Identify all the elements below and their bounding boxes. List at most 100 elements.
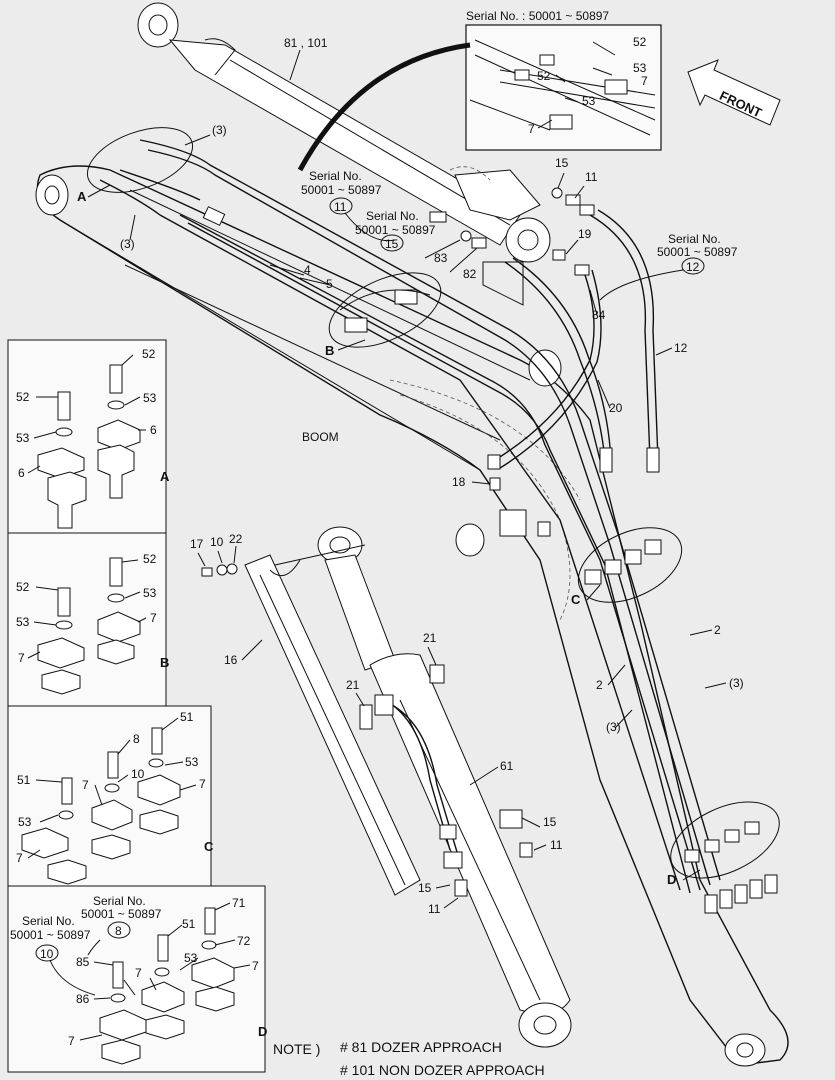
callout-12: 12 [674,341,688,355]
detail-box-b-letter: B [160,655,169,670]
c-7-left: 7 [16,851,23,865]
d-72: 72 [237,934,251,948]
callout-84: 84 [592,308,606,322]
a-52-left: 52 [16,390,30,404]
callout-3-right: (3) [729,676,744,690]
d-serial-b-ref: 8 [115,924,122,938]
callout-18: 18 [452,475,466,489]
boom-body [35,165,789,1067]
serial-note-12-line2: 50001 ~ 50897 [657,245,738,259]
serial-note-15-ref: 15 [385,237,399,251]
callout-52-inset: 52 [633,35,647,49]
serial-note-15-line1: Serial No. [366,209,419,223]
detail-box-b [7,532,167,707]
callout-a: A [77,189,87,204]
d-7-left: 7 [68,1034,75,1048]
serial-note-11-ref: 11 [334,200,347,214]
d-serial-a-ref: 10 [40,947,54,961]
inset-serial-text: Serial No. : 50001 ~ 50897 [466,9,609,23]
arm-cylinder [317,526,572,1048]
note-line-2: # 101 NON DOZER APPROACH [340,1062,545,1078]
callout-11-bottom: 11 [428,902,441,916]
d-85: 85 [76,955,90,969]
d-71: 71 [232,896,246,910]
small-bolts-17-10-22 [201,563,238,577]
callout-11-lower: 11 [550,838,563,852]
b-52-left: 52 [16,580,30,594]
a-53-right: 53 [143,391,157,405]
callout-15-top: 15 [555,156,569,170]
callout-11-top: 11 [585,170,598,184]
c-8: 8 [133,732,140,746]
callout-21-lower: 21 [346,678,360,692]
d-51: 51 [182,917,196,931]
b-52-top: 52 [143,552,157,566]
callout-22: 22 [229,532,243,546]
labels: Serial No. : 50001 ~ 50897 FRONT BOOM 81… [10,9,764,1078]
callout-53-inset-2: 53 [582,94,596,108]
detail-box-a [7,339,167,534]
a-6-left: 6 [18,466,25,480]
callout-20: 20 [609,401,623,415]
callout-81-101: 81 , 101 [284,36,328,50]
c-51-left: 51 [17,773,31,787]
c-7-mid: 7 [82,778,89,792]
d-serial-a-line1: Serial No. [22,914,75,928]
boom-cylinder-upper [137,2,551,263]
note-line-1: # 81 DOZER APPROACH [340,1039,502,1055]
top-fittings [429,187,595,306]
detail-box-c-letter: C [204,839,214,854]
front-arrow [687,59,781,126]
callout-d: D [667,872,676,887]
serial-note-11-line2: 50001 ~ 50897 [301,183,382,197]
c-53-right: 53 [185,755,199,769]
serial-note-15-line2: 50001 ~ 50897 [355,223,436,237]
d-serial-b-line2: 50001 ~ 50897 [81,907,162,921]
serial-note-12-ref: 12 [686,260,700,274]
boom-label: BOOM [302,430,339,444]
callout-2-right: 2 [714,623,721,637]
a-6-right: 6 [150,423,157,437]
callout-82: 82 [463,267,477,281]
callout-83: 83 [434,251,448,265]
callout-16: 16 [224,653,238,667]
serial-note-12-line1: Serial No. [668,232,721,246]
callout-c: C [571,592,581,607]
callout-17: 17 [190,537,204,551]
c-51-top: 51 [180,710,194,724]
a-53-left: 53 [16,431,30,445]
b-53-left: 53 [16,615,30,629]
b-53-right: 53 [143,586,157,600]
callout-21-upper: 21 [423,631,437,645]
cover-plate [244,544,421,896]
b-7-left: 7 [18,651,25,665]
boom-pipes [99,139,721,894]
callout-52-inset-2: 52 [537,69,551,83]
callout-19: 19 [578,227,592,241]
callout-b: B [325,343,334,358]
detail-box-a-letter: A [160,469,170,484]
detail-box-c [7,705,212,887]
callout-3-upper: (3) [212,123,227,137]
callout-53-inset: 53 [633,61,647,75]
c-53-left: 53 [18,815,32,829]
hoses [487,209,660,473]
clamp-bundle-d [670,801,780,914]
callout-61: 61 [500,759,514,773]
callout-15-bottom: 15 [418,881,432,895]
c-7-right: 7 [199,777,206,791]
callout-3-lower: (3) [120,237,135,251]
callout-4: 4 [304,263,311,277]
callout-7-inset-2: 7 [528,122,535,136]
callout-3-left: (3) [606,720,621,734]
inset-serial-detail [297,24,662,172]
callout-10: 10 [210,535,224,549]
note-prefix: NOTE ) [273,1041,320,1057]
d-53: 53 [184,951,198,965]
detail-box-d-letter: D [258,1024,267,1039]
callout-15-lower: 15 [543,815,557,829]
callout-5: 5 [326,277,333,291]
clamp-bundle-c [577,527,683,603]
